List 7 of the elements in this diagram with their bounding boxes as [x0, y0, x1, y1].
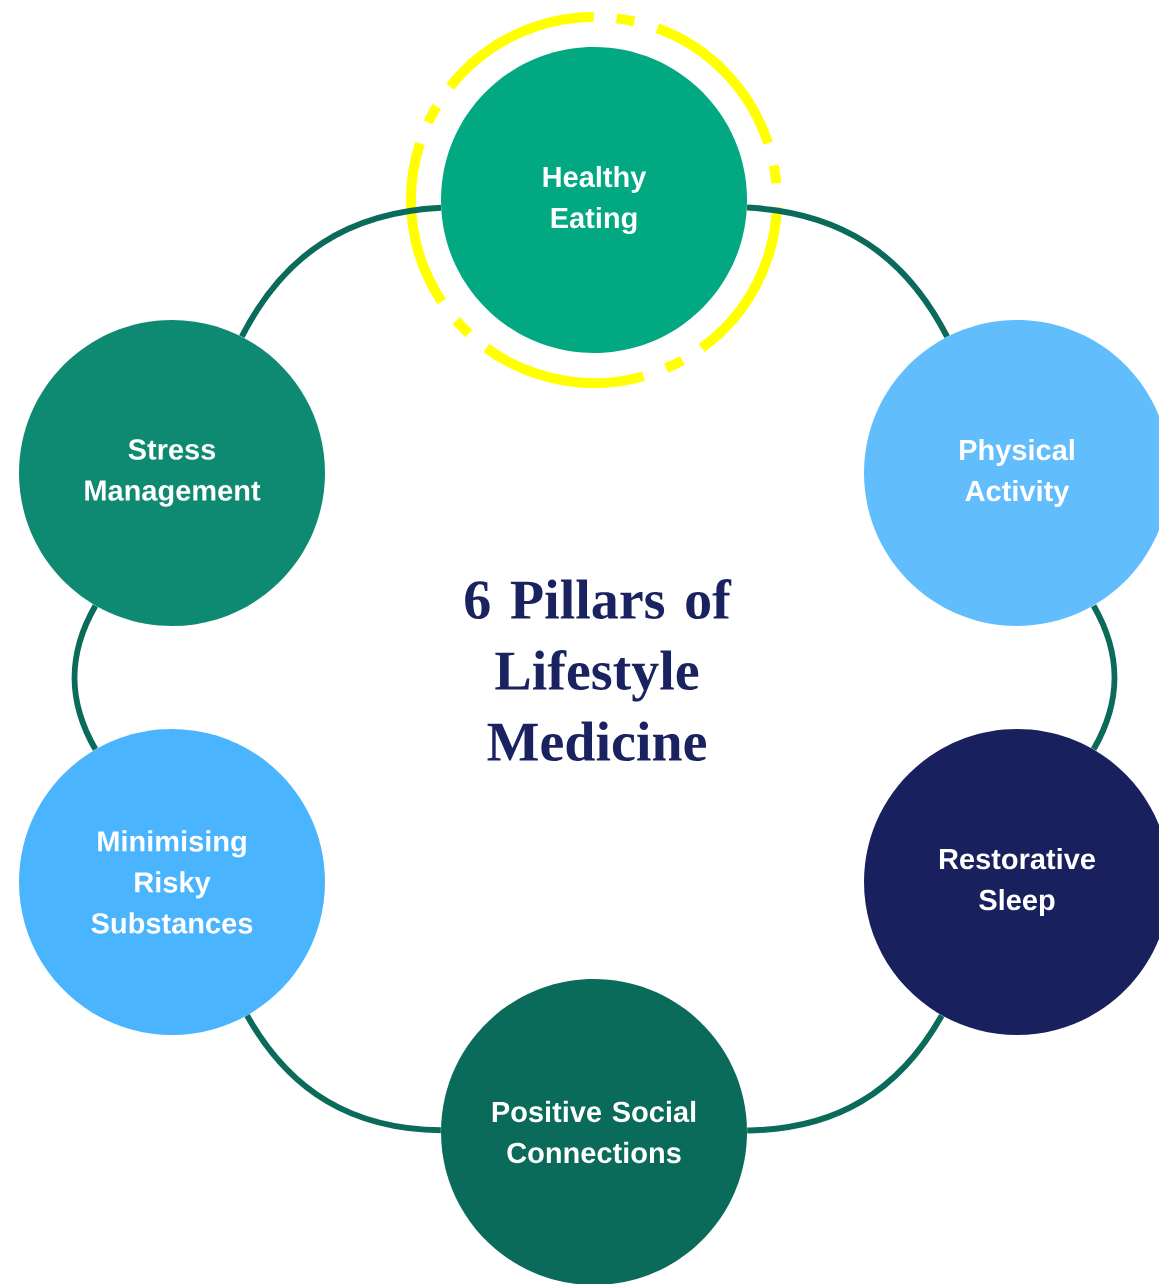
- ring-arc: [239, 204, 442, 339]
- ring-arc: [244, 1013, 441, 1134]
- title: 6 Pillars of Lifestyle Medicine: [465, 579, 732, 761]
- ring-arc: [1090, 604, 1118, 751]
- ring-arc: [747, 1013, 945, 1134]
- ring-arc: [746, 204, 950, 339]
- ring-arc: [71, 604, 99, 751]
